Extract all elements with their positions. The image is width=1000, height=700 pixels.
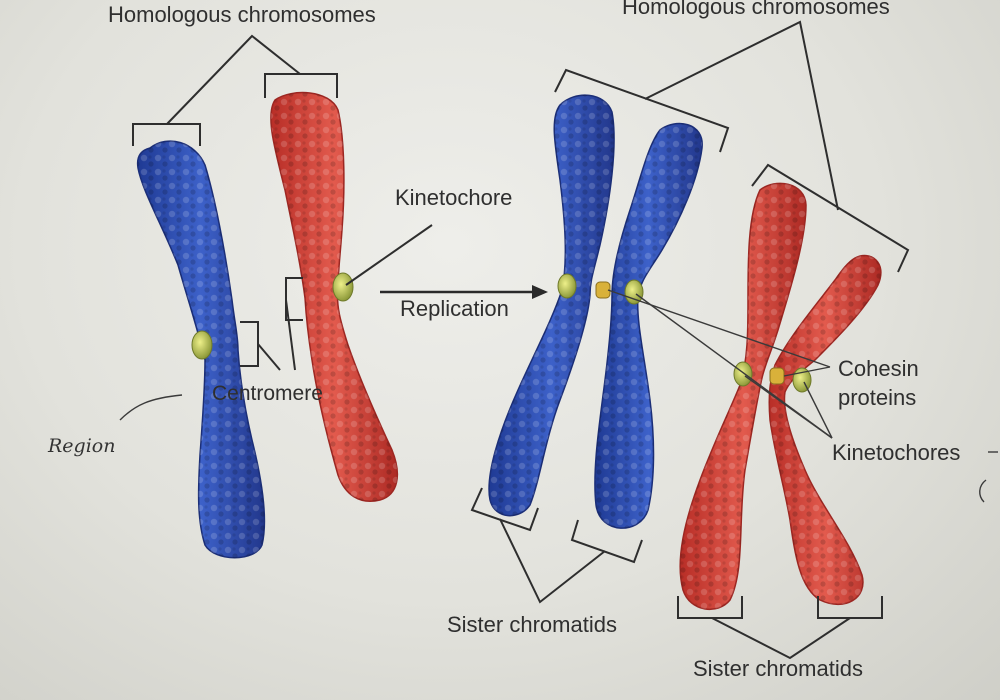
- sister-chromatids-bracket-left: [470, 487, 643, 604]
- label-sister-chromatids-left: Sister chromatids: [447, 612, 617, 637]
- label-kinetochore: Kinetochore: [395, 185, 512, 210]
- sister-chromatids-bracket-right: [677, 596, 883, 660]
- kinetochore-red-left: [332, 272, 354, 302]
- label-replication: Replication: [400, 296, 509, 321]
- kinetochore-blue-left: [191, 330, 213, 360]
- homologous-bracket-right: [554, 20, 910, 273]
- blue-chromosome-replicated: [488, 94, 703, 529]
- label-homologous-left: Homologous chromosomes: [108, 2, 376, 27]
- blue-chromosome-unreplicated: [136, 140, 266, 559]
- cohesin-pointer-lines: [607, 289, 831, 377]
- cohesin-red: [769, 367, 785, 385]
- label-proteins: proteins: [838, 385, 916, 410]
- red-chromosome-unreplicated: [270, 91, 399, 502]
- kinetochore-red-replicated-left: [733, 361, 753, 387]
- kinetochore-blue-replicated-right: [624, 279, 644, 305]
- region-pointer: [119, 394, 183, 421]
- label-region-handwritten: Region: [47, 435, 115, 457]
- cohesin-blue: [595, 281, 611, 299]
- edge-mark-2: [979, 479, 987, 503]
- kinetochore-pointer: [345, 224, 433, 286]
- homologous-bracket-left: [132, 34, 338, 146]
- replication-arrow: [380, 285, 548, 299]
- label-centromere: Centromere: [212, 382, 323, 405]
- kinetochore-blue-replicated-left: [557, 273, 577, 299]
- kinetochores-pointer-lines: [635, 293, 833, 439]
- red-chromosome-replicated: [679, 182, 882, 610]
- label-sister-chromatids-right: Sister chromatids: [693, 656, 863, 681]
- label-cohesin: Cohesin: [838, 356, 919, 381]
- label-kinetochores: Kinetochores: [832, 440, 960, 465]
- label-homologous-right: Homologous chromosomes: [622, 0, 890, 19]
- centromere-brackets: [240, 277, 303, 371]
